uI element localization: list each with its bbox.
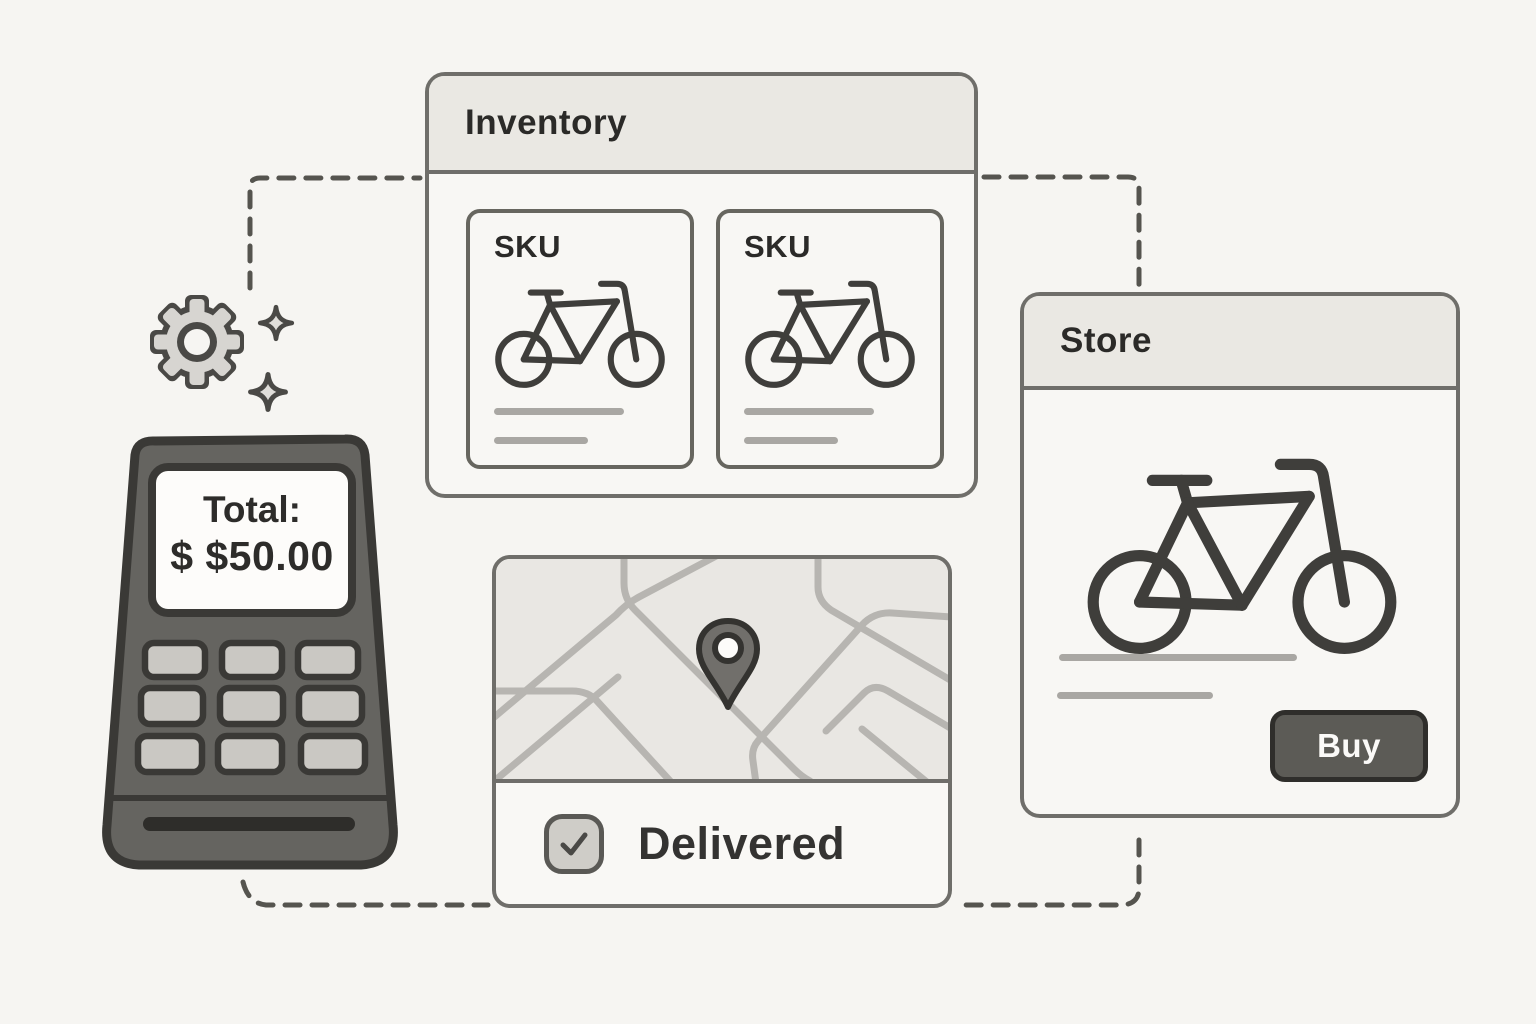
bicycle-icon <box>1082 448 1402 660</box>
delivery-card: Delivered <box>492 555 952 908</box>
inventory-panel-header: Inventory <box>429 76 974 174</box>
buy-button[interactable]: Buy <box>1270 710 1428 782</box>
gear-icon <box>150 295 244 389</box>
store-panel-header: Store <box>1024 296 1456 390</box>
keypad-key[interactable] <box>216 684 287 728</box>
keypad-key[interactable] <box>137 684 207 728</box>
map-preview <box>496 559 948 783</box>
terminal-screen <box>148 463 356 617</box>
store-title: Store <box>1060 321 1152 360</box>
text-placeholder-line <box>744 437 838 444</box>
text-placeholder-line <box>744 408 874 415</box>
sku-card[interactable]: SKU <box>466 209 694 469</box>
sku-cards-row: SKU SKU <box>466 209 944 469</box>
bicycle-icon <box>742 275 918 391</box>
keypad-key[interactable] <box>218 639 286 681</box>
bicycle-icon <box>492 275 668 391</box>
terminal-total-label: Total: <box>203 489 301 530</box>
keypad-key[interactable] <box>294 639 362 681</box>
text-placeholder-line <box>494 437 588 444</box>
delivery-status-row: Delivered <box>496 783 948 904</box>
sparkle-icon <box>257 304 295 342</box>
inventory-panel: Inventory SKU SKU <box>425 72 978 498</box>
text-placeholder-line <box>1059 654 1297 661</box>
payment-terminal <box>102 434 398 870</box>
delivered-checkbox[interactable] <box>544 813 604 874</box>
text-placeholder-line <box>494 408 624 415</box>
terminal-total-amount: $ $50.00 <box>170 532 334 579</box>
sku-card-label: SKU <box>494 229 561 264</box>
location-pin-icon <box>696 618 760 710</box>
store-panel: Store Buy <box>1020 292 1460 818</box>
card-slot[interactable] <box>143 817 355 831</box>
keypad-key[interactable] <box>297 732 369 776</box>
keypad-key[interactable] <box>214 732 286 776</box>
delivered-label: Delivered <box>638 817 846 869</box>
sku-card-label: SKU <box>744 229 811 264</box>
checkmark-icon <box>560 832 588 855</box>
sku-card[interactable]: SKU <box>716 209 944 469</box>
terminal-screen-readout: Total: $ $50.00 <box>152 489 352 581</box>
sparkle-icon <box>248 372 288 412</box>
text-placeholder-line <box>1057 692 1213 699</box>
map-roads <box>496 559 948 779</box>
keypad-key[interactable] <box>141 639 209 681</box>
keypad-key[interactable] <box>134 732 206 776</box>
inventory-title: Inventory <box>465 103 628 142</box>
keypad-key[interactable] <box>295 684 366 728</box>
buy-button-label: Buy <box>1317 727 1381 764</box>
